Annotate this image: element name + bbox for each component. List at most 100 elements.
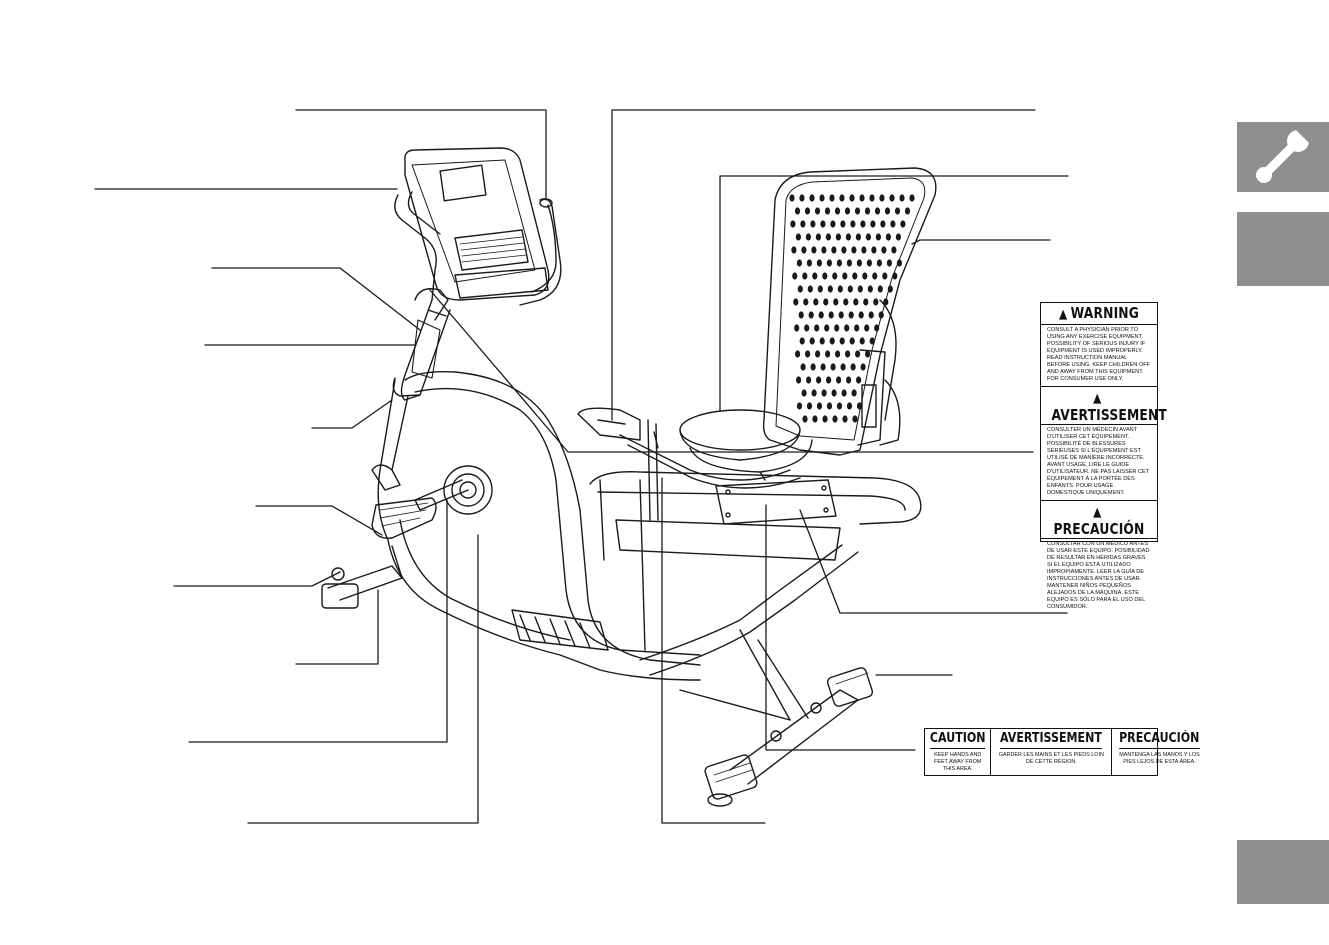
perforation-hole [881,246,887,254]
perforation-hole [842,415,848,423]
perforation-hole [872,272,878,280]
perforation-hole [870,220,876,228]
perforation-hole [878,311,884,319]
perforation-hole [856,259,863,267]
precaucion-section: ▲PRECAUCIÓN CONSULTAR CON UN MÉDICO ANTE… [1041,501,1157,614]
perforation-hole [892,272,898,280]
perforation-hole [837,285,843,293]
perforation-hole [846,376,852,384]
perforation-hole [858,311,864,319]
warning-text: CONSULT A PHYSICIAN PRIOR TO USING ANY E… [1047,327,1151,382]
perforation-hole [839,337,845,345]
warning-label: ▲WARNING CONSULT A PHYSICIAN PRIOR TO US… [1040,302,1167,610]
seat [679,409,813,481]
perforation-hole [836,259,843,267]
perforation-hole [879,194,885,202]
perforation-hole [894,207,901,215]
callout-line-front-stabilizer [295,589,379,665]
perforation-hole [792,272,798,280]
side-tab-3[interactable] [1237,840,1329,904]
caution-heading-fr: AVERTISSEMENT [1000,729,1103,749]
perforation-hole [869,194,875,202]
perforation-hole [880,220,886,228]
callout-line-pedal-strap [173,571,341,587]
perforation-hole [840,363,846,371]
perforation-hole [795,350,801,358]
perforation-hole [811,246,817,254]
perforation-hole [856,376,862,384]
perforation-hole [850,220,856,228]
perforation-hole [846,402,853,410]
perforation-hole [834,324,840,332]
crank-and-pedal [371,464,469,539]
perforation-hole [885,233,892,241]
perforation-hole [832,272,838,280]
perforation-hole [904,207,911,215]
avertissement-section: ▲AVERTISSEMENT CONSULTER UN MÉDECIN AVAN… [1041,387,1167,500]
perforation-hole [795,233,802,241]
perforation-hole [861,246,867,254]
perforation-hole [868,311,874,319]
perforation-hole [799,194,805,202]
side-handle [577,407,801,489]
perforation-hole [826,259,833,267]
perforation-hole [825,233,832,241]
perforation-hole [794,207,801,215]
perforation-hole [830,363,836,371]
perforation-hole [844,324,850,332]
perforation-hole [820,220,826,228]
perforation-hole [794,324,800,332]
perforation-hole [845,233,852,241]
perforation-hole [871,246,877,254]
perforation-hole [856,402,863,410]
callout-line-frame [661,477,766,824]
callout-line-shroud [247,534,479,824]
perforation-hole [841,246,847,254]
perforation-hole [801,246,807,254]
perforation-hole [802,415,808,423]
callout-line-seat [719,175,1069,411]
perforation-hole [862,272,868,280]
perforation-hole [805,350,811,358]
backrest-perforations [789,194,915,423]
perforation-hole [866,259,873,267]
perforation-hole [875,233,882,241]
perforation-hole [822,272,828,280]
perforation-hole [813,298,819,306]
seat-rail-bracket [715,479,837,525]
callout-line-seat-handle [429,289,1034,453]
perforation-hole [876,259,883,267]
perforation-hole [836,376,842,384]
precaucion-heading: PRECAUCIÓN [1053,520,1145,538]
perforation-hole [811,389,817,397]
perforation-hole [840,220,846,228]
perforation-hole [812,415,818,423]
handlebars [394,191,562,321]
perforation-hole [829,337,835,345]
perforation-hole [846,259,853,267]
perforation-hole [855,350,861,358]
side-tab-2[interactable] [1237,212,1329,286]
perforation-hole [826,402,833,410]
perforation-hole [900,220,906,228]
perforation-hole [821,389,827,397]
perforation-hole [814,324,820,332]
side-tab-assembly[interactable] [1237,122,1329,192]
perforation-hole [865,233,872,241]
perforation-hole [848,311,854,319]
avertissement-heading: AVERTISSEMENT [1051,406,1167,424]
perforation-hole [822,415,828,423]
caution-text-fr: GARDER LES MAINS ET LES PIEDS LOIN DE CE… [998,752,1104,765]
perforation-hole [832,415,838,423]
precaucion-text: CONSULTAR CON UN MÉDICO ANTES DE USAR ES… [1047,541,1150,610]
perforation-hole [815,233,822,241]
perforation-hole [791,246,797,254]
perforation-hole [895,233,902,241]
perforation-hole [823,298,829,306]
perforation-hole [816,376,822,384]
caution-column-fr: AVERTISSEMENT GARDER LES MAINS ET LES PI… [991,729,1113,775]
perforation-hole [864,207,871,215]
perforation-hole [847,285,853,293]
perforation-hole [873,298,879,306]
warning-triangle-icon: ▲ [1093,505,1102,520]
